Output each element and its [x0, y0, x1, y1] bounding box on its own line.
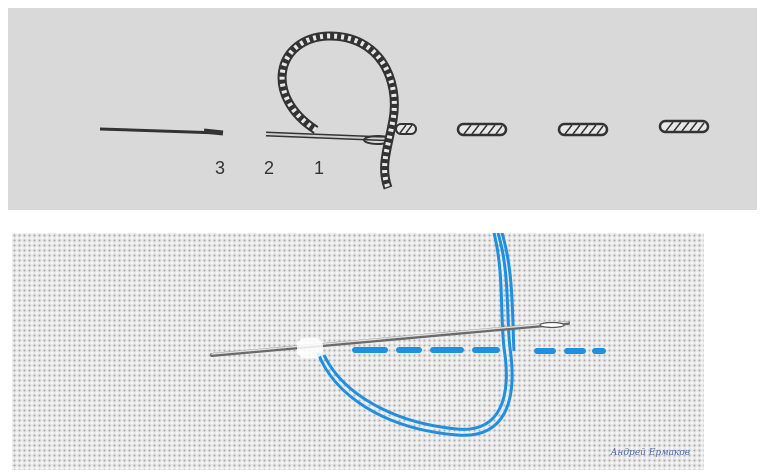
blue-thread: [318, 233, 514, 435]
thread-loop: [282, 36, 394, 188]
needle-tip-left: [204, 131, 223, 133]
stitch-dash: [396, 124, 416, 134]
stitch-dash: [458, 124, 506, 135]
diagram-drawing: [8, 8, 757, 210]
step-label-2: 2: [264, 158, 274, 179]
running-stitch-diagram: 3 2 1: [8, 8, 757, 210]
needle-icon: [266, 134, 393, 144]
photographer-signature: Андрей Ермаков: [611, 448, 690, 458]
photo-drawing: [12, 233, 704, 470]
stitch-dash: [559, 124, 607, 135]
step-label-3: 3: [215, 158, 225, 179]
stitch-dash: [660, 121, 708, 132]
stitch-photo: Андрей Ермаков: [12, 233, 704, 470]
needle-line-left: [100, 129, 220, 133]
running-stitch-line: [352, 347, 606, 354]
step-label-1: 1: [314, 158, 324, 179]
fabric-highlight: [297, 338, 323, 358]
